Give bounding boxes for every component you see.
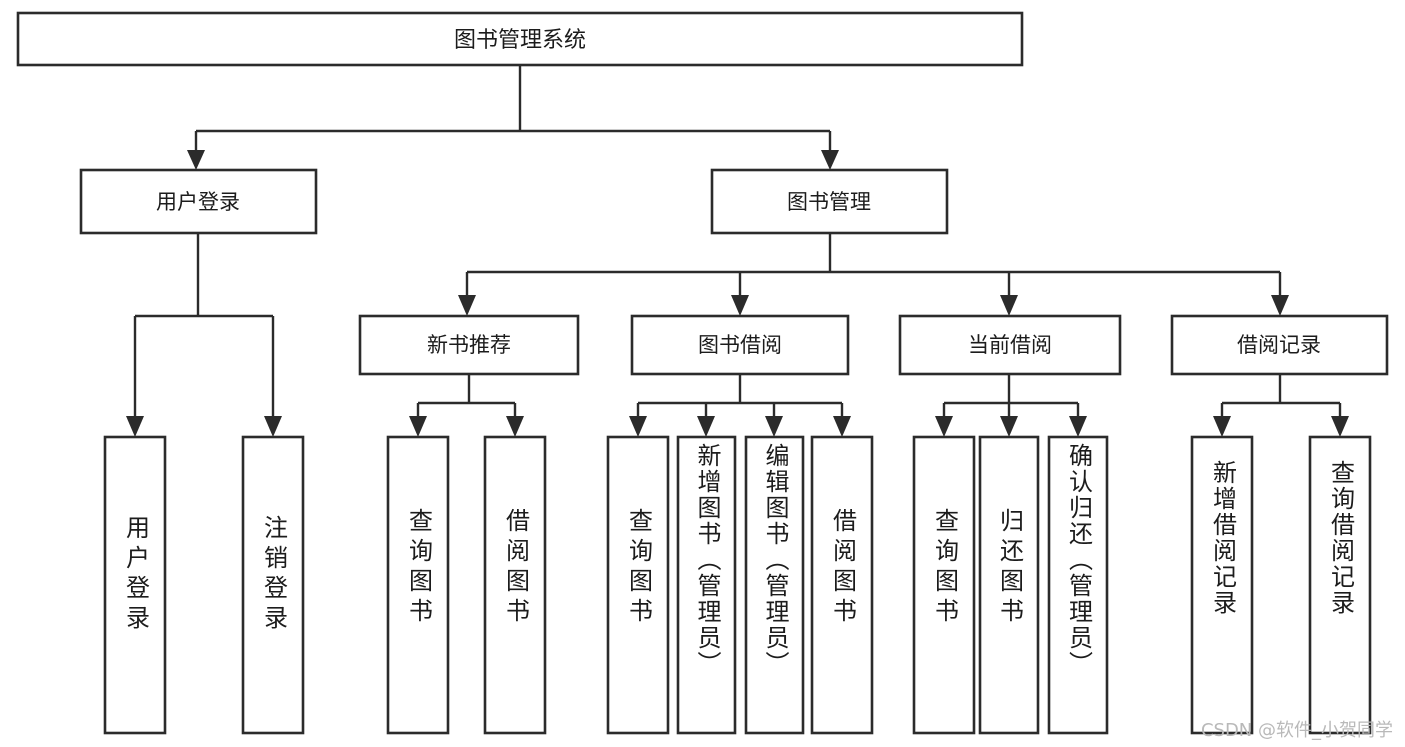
leafbox-leaf-user-login[interactable] (103, 435, 167, 735)
leafbox-leaf-edit-book[interactable] (744, 435, 805, 735)
leafbox-leaf-query-book-3[interactable] (912, 435, 976, 735)
arrowhead-leaf-edit-book (765, 416, 783, 437)
leafbox-leaf-add-record[interactable] (1190, 435, 1254, 735)
arrowhead-leaf-query-record (1331, 416, 1349, 437)
leafbox-leaf-query-record[interactable] (1308, 435, 1372, 735)
arrowhead-leaf-add-record (1213, 416, 1231, 437)
node-root[interactable] (16, 11, 1024, 67)
node-new-book-recommend-label: 新书推荐 (427, 333, 511, 357)
node-layer: 图书管理系统 用户登录 图书管理 新书推荐 图书借阅 当前借阅 借阅记录 (16, 11, 1389, 735)
arrowhead-leaf-add-book (697, 416, 715, 437)
arrowhead-user-login (187, 150, 205, 170)
node-user-login[interactable] (79, 168, 318, 235)
leafbox-leaf-user-logout[interactable] (241, 435, 305, 735)
arrowhead-leaf-confirm-return (1069, 416, 1087, 437)
arrowhead-leaf-borrow-book-2 (833, 416, 851, 437)
node-borrow-record[interactable] (1170, 314, 1389, 376)
arrowhead-leaf-borrow-book-1 (506, 416, 524, 437)
arrowhead-leaf-user-logout (264, 416, 282, 437)
leafbox-leaf-query-book-1[interactable] (386, 435, 450, 735)
leafbox-leaf-return-book[interactable] (978, 435, 1040, 735)
arrowhead-new-book-recommend (458, 295, 476, 316)
leafbox-leaf-query-book-2[interactable] (606, 435, 670, 735)
node-new-book-recommend[interactable] (358, 314, 580, 376)
csdn-watermark: CSDN @软件_小贺同学 (1200, 720, 1393, 741)
node-user-login-label: 用户登录 (156, 190, 240, 214)
node-current-borrow[interactable] (898, 314, 1122, 376)
arrowhead-leaf-return-book (1000, 416, 1018, 437)
leafbox-leaf-borrow-book-1[interactable] (483, 435, 547, 735)
leafbox-leaf-borrow-book-2[interactable] (810, 435, 874, 735)
node-book-borrow[interactable] (630, 314, 850, 376)
connector-layer (126, 65, 1349, 437)
arrowhead-leaf-user-login (126, 416, 144, 437)
node-root-label: 图书管理系统 (454, 28, 586, 53)
node-book-manage-label: 图书管理 (787, 190, 871, 214)
arrowhead-book-manage (821, 150, 839, 170)
arrowhead-leaf-query-book-3 (935, 416, 953, 437)
arrowhead-book-borrow (731, 295, 749, 316)
arrowhead-current-borrow (1000, 295, 1018, 316)
node-borrow-record-label: 借阅记录 (1237, 333, 1321, 357)
arrowhead-leaf-query-book-1 (409, 416, 427, 437)
arrowhead-leaf-query-book-2 (629, 416, 647, 437)
node-book-manage[interactable] (710, 168, 949, 235)
arrowhead-borrow-record (1271, 295, 1289, 316)
node-current-borrow-label: 当前借阅 (968, 333, 1052, 357)
node-book-borrow-label: 图书借阅 (698, 333, 782, 357)
leafbox-leaf-add-book[interactable] (676, 435, 737, 735)
leafbox-leaf-confirm-return[interactable] (1047, 435, 1109, 735)
